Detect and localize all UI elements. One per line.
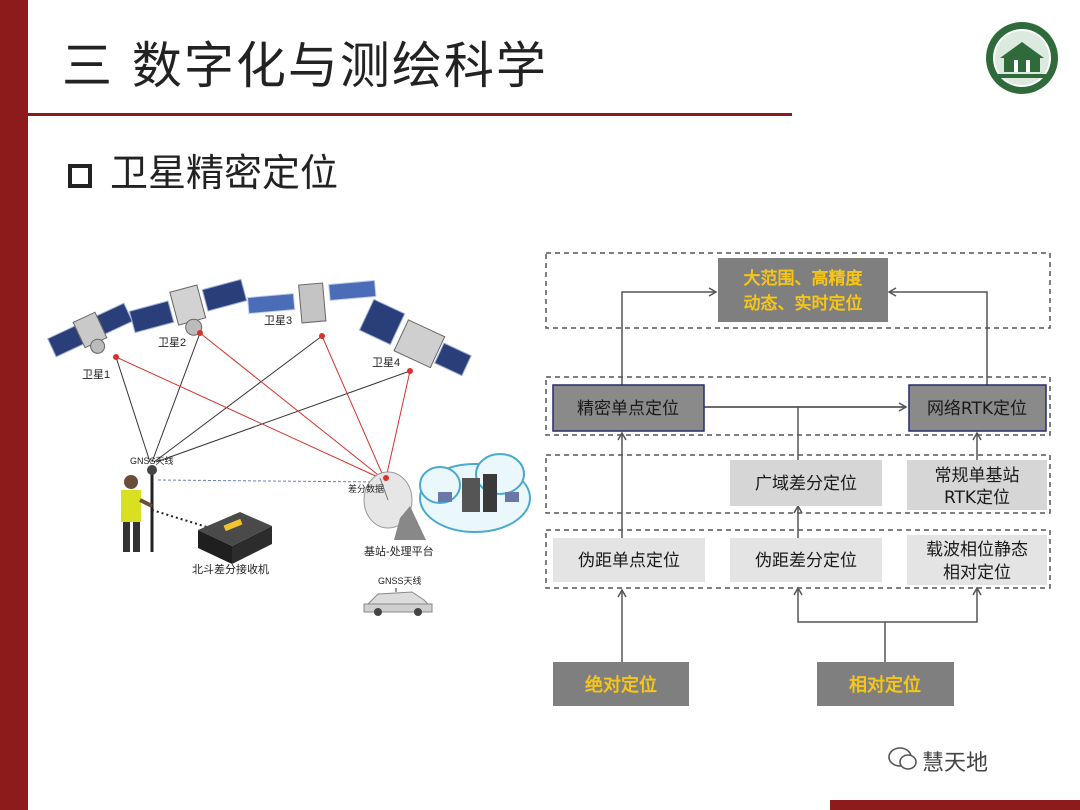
box-conventional-rtk: 常规单基站 RTK定位 [907, 460, 1047, 510]
conventional-rtk-line1: 常规单基站 [935, 466, 1020, 486]
network-rtk-label: 网络RTK定位 [927, 399, 1027, 419]
top-goal-line2: 动态、实时定位 [744, 293, 863, 314]
arrow-relative-to-pseudo-diff [798, 588, 885, 662]
box-pseudo-diff: 伪距差分定位 [730, 538, 882, 582]
bottom-accent-bar [830, 800, 1080, 810]
box-network-rtk: 网络RTK定位 [909, 385, 1046, 431]
box-carrier-static: 载波相位静态 相对定位 [907, 535, 1047, 585]
carrier-static-line1: 载波相位静态 [926, 540, 1028, 560]
box-absolute: 绝对定位 [553, 662, 689, 706]
relative-label: 相对定位 [849, 674, 921, 696]
box-relative: 相对定位 [817, 662, 954, 706]
arrow-rtk-to-top [889, 292, 987, 385]
precise-ppp-label: 精密单点定位 [577, 399, 679, 419]
wechat-icon [888, 746, 918, 772]
box-top-goal: 大范围、高精度 动态、实时定位 [718, 258, 888, 322]
arrow-relative-to-carrier [885, 588, 977, 622]
box-wide-area: 广域差分定位 [730, 460, 882, 506]
wide-area-label: 广域差分定位 [755, 474, 857, 494]
pseudo-single-label: 伪距单点定位 [578, 551, 680, 571]
box-pseudo-single: 伪距单点定位 [553, 538, 705, 582]
absolute-label: 绝对定位 [585, 674, 657, 696]
box-precise-ppp: 精密单点定位 [553, 385, 704, 431]
top-goal-line1: 大范围、高精度 [744, 268, 864, 289]
carrier-static-line2: 相对定位 [943, 563, 1011, 583]
arrow-ppp-to-top [622, 292, 716, 385]
watermark-text: 慧天地 [922, 745, 988, 777]
pseudo-diff-label: 伪距差分定位 [755, 551, 857, 571]
conventional-rtk-line2: RTK定位 [944, 488, 1010, 508]
